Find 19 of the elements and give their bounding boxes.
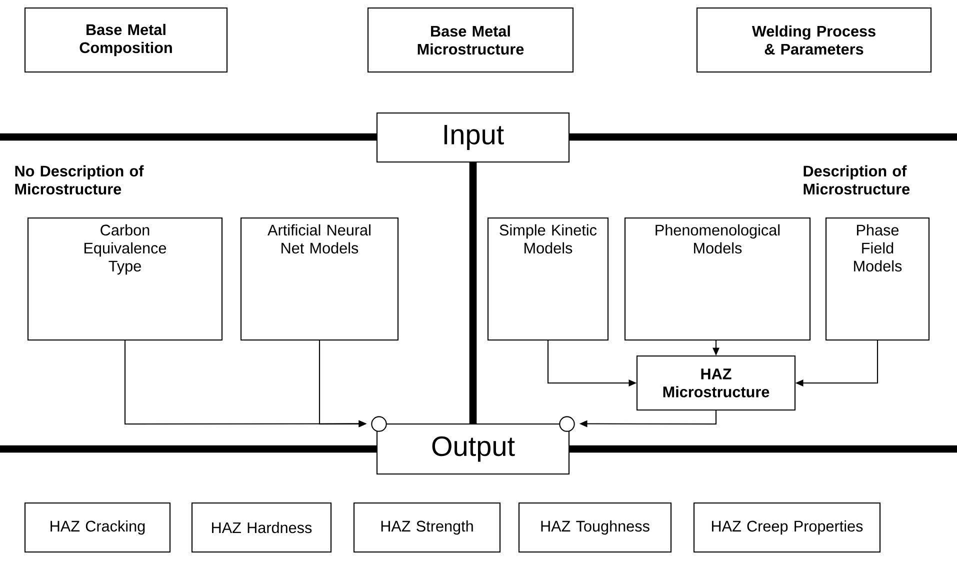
- box: HAZ Creep Properties: [693, 502, 881, 553]
- box: Input: [376, 112, 570, 163]
- box: Output: [376, 423, 570, 475]
- box: Base Metal Composition: [24, 7, 228, 73]
- box: HAZ Toughness: [518, 502, 672, 553]
- box: HAZ Strength: [353, 502, 501, 553]
- box: Simple Kinetic Models: [487, 217, 609, 341]
- box: Welding Process & Parameters: [696, 7, 932, 73]
- heading: Description of Microstructure: [804, 165, 910, 195]
- box: Phase Field Models: [825, 217, 930, 341]
- box: Carbon Equivalence Type: [27, 217, 223, 341]
- box: HAZ Cracking: [24, 502, 171, 553]
- box: Base Metal Microstructure: [367, 7, 574, 73]
- box: HAZ Microstructure: [636, 355, 796, 411]
- box: HAZ Hardness: [191, 502, 332, 553]
- connector-line: [469, 162, 477, 424]
- heading: No Description of Microstructure: [15, 165, 144, 195]
- box: Artificial Neural Net Models: [240, 217, 399, 341]
- box: Phenomenological Models: [624, 217, 811, 341]
